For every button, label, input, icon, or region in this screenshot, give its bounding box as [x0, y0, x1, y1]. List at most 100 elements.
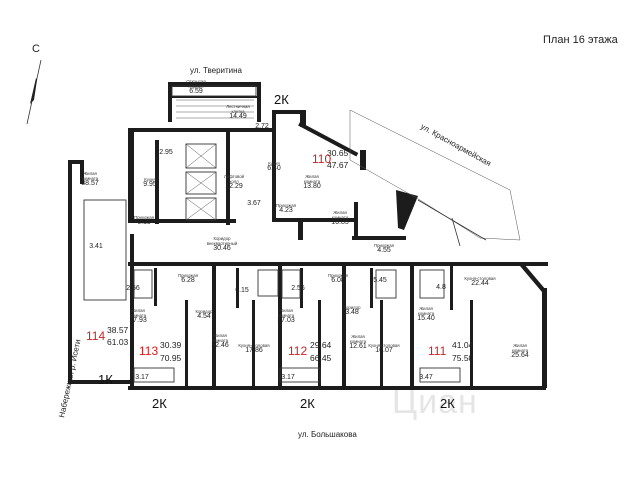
room: 2.56: [291, 285, 305, 292]
room-area: 17.93: [129, 317, 147, 324]
room-label: Коридор: [214, 236, 232, 241]
room-area: 3.17: [135, 374, 149, 381]
room-label: Жилая: [351, 334, 365, 339]
room-area: 3.47: [419, 374, 433, 381]
apartment-114-living: 38.57: [107, 325, 129, 335]
plan-title: План 16 этажа: [543, 34, 619, 46]
apartment-113-total: 70.95: [160, 353, 182, 363]
street-bottom: ул. Большакова: [298, 430, 357, 439]
apartment-114-type: 1К: [98, 372, 113, 387]
room-area: 6.28: [181, 277, 195, 284]
room: 2.72: [255, 123, 269, 130]
apartment-114-total: 61.03: [107, 337, 129, 347]
room-label: Кухня-столовая: [464, 276, 496, 281]
apartment-113-number: 113: [139, 344, 158, 358]
room-label: Кухня-столовая: [368, 343, 400, 348]
room-area: 13.80: [303, 183, 321, 190]
apartment-110-living: 30.65: [327, 148, 349, 158]
room-area: 3.41: [89, 243, 103, 250]
apartment-112-total: 66.45: [310, 353, 332, 363]
apartment-111-number: 111: [428, 344, 447, 358]
room-area: 16.07: [375, 347, 393, 354]
room-label: Прихожая: [134, 215, 155, 220]
apartment-111-type: 2К: [440, 396, 455, 411]
room-area: 9.95: [143, 181, 157, 188]
room-label: лоджия: [189, 84, 205, 89]
room-label: Прихожая: [276, 203, 297, 208]
apartment-112-type: 2К: [300, 396, 315, 411]
room-area: 2.56: [291, 285, 305, 292]
room-label: Жилая: [131, 308, 145, 313]
room-label: Кухня: [144, 177, 156, 182]
room: 3.47: [419, 374, 433, 381]
room-area: 4.55: [377, 247, 391, 254]
north-arrow: С: [26, 43, 42, 125]
room-area: 22.44: [471, 280, 489, 287]
room-label: комната: [418, 311, 435, 316]
room-area: 2.95: [159, 149, 173, 156]
apartment-113-type: 2К: [152, 396, 167, 411]
room: 3.17: [281, 374, 295, 381]
room-label: Коридор: [196, 309, 214, 314]
room-label: Жилая: [513, 343, 527, 348]
room-area: 15.40: [417, 315, 435, 322]
room-label: Коридор: [344, 305, 362, 310]
apartment-112-living: 29.64: [310, 340, 332, 350]
room-area: 12.61: [349, 343, 367, 350]
room-area: 25.64: [511, 352, 529, 359]
room-area: 12.29: [225, 183, 243, 190]
room-label: комната: [512, 348, 529, 353]
room-label: комната: [82, 176, 99, 181]
street-top: ул. Тверитина: [190, 66, 243, 75]
room-area: 4.8: [436, 284, 446, 291]
room-area: 2.72: [255, 123, 269, 130]
room-area: 5.45: [373, 277, 387, 284]
room-label: Прихожая: [328, 273, 349, 278]
room-label: клетка: [231, 109, 245, 114]
room: 2.56: [126, 285, 140, 292]
room-label: комната: [332, 215, 349, 220]
room-area: 3.17: [281, 374, 295, 381]
room-label: Жилая: [213, 333, 227, 338]
room-label: комната: [350, 339, 367, 344]
room-label: Жилая: [419, 306, 433, 311]
room-label: комната: [304, 179, 321, 184]
room-label: Открытая: [186, 79, 206, 84]
room-area: 12.46: [211, 342, 229, 349]
room-label: внеквартирный: [207, 241, 238, 246]
room-area: 6.40: [267, 165, 281, 172]
room-area: 38.57: [81, 180, 99, 187]
room-label: комната: [130, 313, 147, 318]
apartment-114-number: 114: [86, 329, 105, 343]
room-area: 4.54: [197, 313, 211, 320]
room: 3.41: [89, 243, 103, 250]
room-area: 3.67: [247, 200, 261, 207]
room-area: 16.85: [331, 219, 349, 226]
room-area: 17.86: [245, 347, 263, 354]
walls: [68, 82, 548, 390]
room: 5.45: [373, 277, 387, 284]
room-area: 6.15: [235, 287, 249, 294]
room-label: Прихожая: [374, 243, 395, 248]
room-area: 30.46: [213, 245, 231, 252]
room-label: Жилая: [333, 210, 347, 215]
room-area: 6.08: [331, 277, 345, 284]
